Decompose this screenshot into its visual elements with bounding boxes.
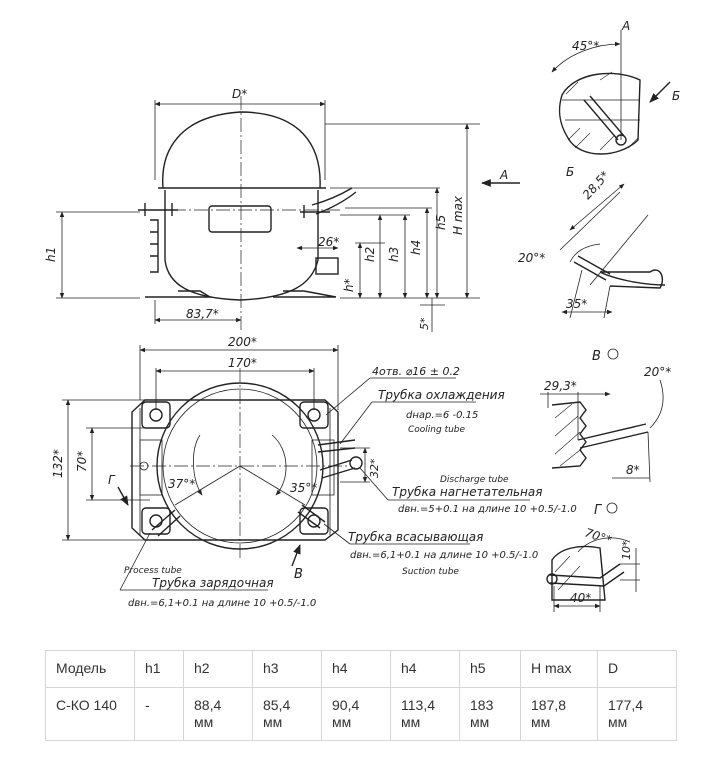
side-view: D* h1 h* h2 h3 h4 h5 H max 5* 26* [44,87,520,332]
process-tube-en: Process tube [124,566,182,576]
dim-h-star-label: h* [342,278,356,292]
view-b-28: 28,5* [580,168,612,202]
discharge-tube-en: Discharge tube [440,475,509,485]
compressor-drawing: D* h1 h* h2 h3 h4 h5 H max 5* 26* [44,19,680,612]
detail-view-g: Г 70°* 10* 40* [546,502,640,612]
view-g-10: 10* [620,540,633,560]
view-v-20: 20°* [644,365,671,379]
detail-view-v: В 29,3* 20°* 8* [540,348,671,483]
view-a-title: A [621,19,630,33]
dim-70-label: 70* [75,451,89,472]
cell-hmax: 187,8 мм [520,687,598,741]
view-a-arrow-label: A [499,168,508,182]
dim-5-label: 5* [418,317,431,330]
dim-26-label: 26* [318,235,339,249]
detail-view-a: A 45°* Б [551,19,680,155]
view-g-arrow-label: Г [108,473,116,487]
view-v-29: 29,3* [544,379,577,393]
col-h3: h3 [252,650,322,688]
cell-d: 177,4 мм [597,687,677,741]
angle-35-label: 35°* [290,481,317,495]
holes-note: 4отв. ⌀16 ± 0.2 [372,365,460,378]
view-b-35: 35* [566,297,587,311]
col-h4b: h4 [390,650,460,688]
suction-tube-ru: Трубка всасывающая [348,530,483,544]
view-b-title: Б [566,165,574,179]
view-a-b-label: Б [672,89,680,103]
dim-32-label: 32* [368,458,381,478]
col-h5: h5 [459,650,521,688]
cell-h5: 183 мм [459,687,521,741]
cell-h3: 85,4 мм [252,687,322,741]
dim-h1-label: h1 [44,247,58,262]
top-view: 200* 170* 132* 70* 32* 37°* 35°* Г B 4от… [51,335,577,609]
cell-h4b: 113,4 мм [390,687,460,741]
cell-h1: - [134,687,184,741]
dim-200-label: 200* [228,335,257,349]
detail-view-b: Б 28,5* 20°* 35* [518,165,666,319]
dim-83-label: 83,7* [186,307,219,321]
dim-h3-label: h3 [387,247,401,262]
view-b-arrow-label: B [294,567,303,582]
cooling-tube-en: Cooling tube [408,425,466,435]
view-g-title: Г [594,503,603,518]
col-h4: h4 [321,650,391,688]
suction-tube-en: Suction tube [402,567,459,577]
view-a-angle: 45°* [572,39,599,53]
cell-h2: 88,4 мм [183,687,253,741]
cell-h4: 90,4 мм [321,687,391,741]
suction-tube-d: dвн.=6,1+0.1 на длине 10 +0.5/-1.0 [350,550,538,561]
col-h2: h2 [183,650,253,688]
dim-170-label: 170* [228,356,257,370]
cell-model: С-КО 140 [45,687,135,741]
process-tube-ru: Трубка зарядочная [152,576,274,590]
view-v-title: В [592,349,601,364]
dim-h2-label: h2 [363,247,377,262]
col-model: Модель [45,650,135,688]
col-d: D [597,650,677,688]
dim-132-label: 132* [51,449,65,478]
view-v-8: 8* [626,463,640,477]
spec-table: Модель h1 h2 h3 h4 h4 h5 H max D С-КО 14… [45,650,677,741]
dim-hmax-label: H max [451,195,465,235]
table-header-row: Модель h1 h2 h3 h4 h4 h5 H max D [45,650,677,688]
dim-d-label: D* [232,87,247,101]
angle-37-label: 37°* [168,477,195,491]
col-h1: h1 [134,650,184,688]
table-row: С-КО 140 - 88,4 мм 85,4 мм 90,4 мм 113,4… [45,687,677,741]
cooling-tube-ru: Трубка охлаждения [378,388,505,402]
dim-h5-label: h5 [434,215,448,230]
discharge-tube-ru: Трубка нагнетательная [392,485,542,499]
view-g-40: 40* [570,591,591,605]
cooling-tube-d: dнар.=6 -0.15 [406,410,478,421]
process-tube-d: dвн.=6,1+0.1 на длине 10 +0.5/-1.0 [128,598,316,609]
col-hmax: H max [520,650,598,688]
dim-h4-label: h4 [409,240,423,255]
view-b-20: 20°* [518,251,545,265]
discharge-tube-d: dвн.=5+0.1 на длине 10 +0.5/-1.0 [398,504,577,515]
